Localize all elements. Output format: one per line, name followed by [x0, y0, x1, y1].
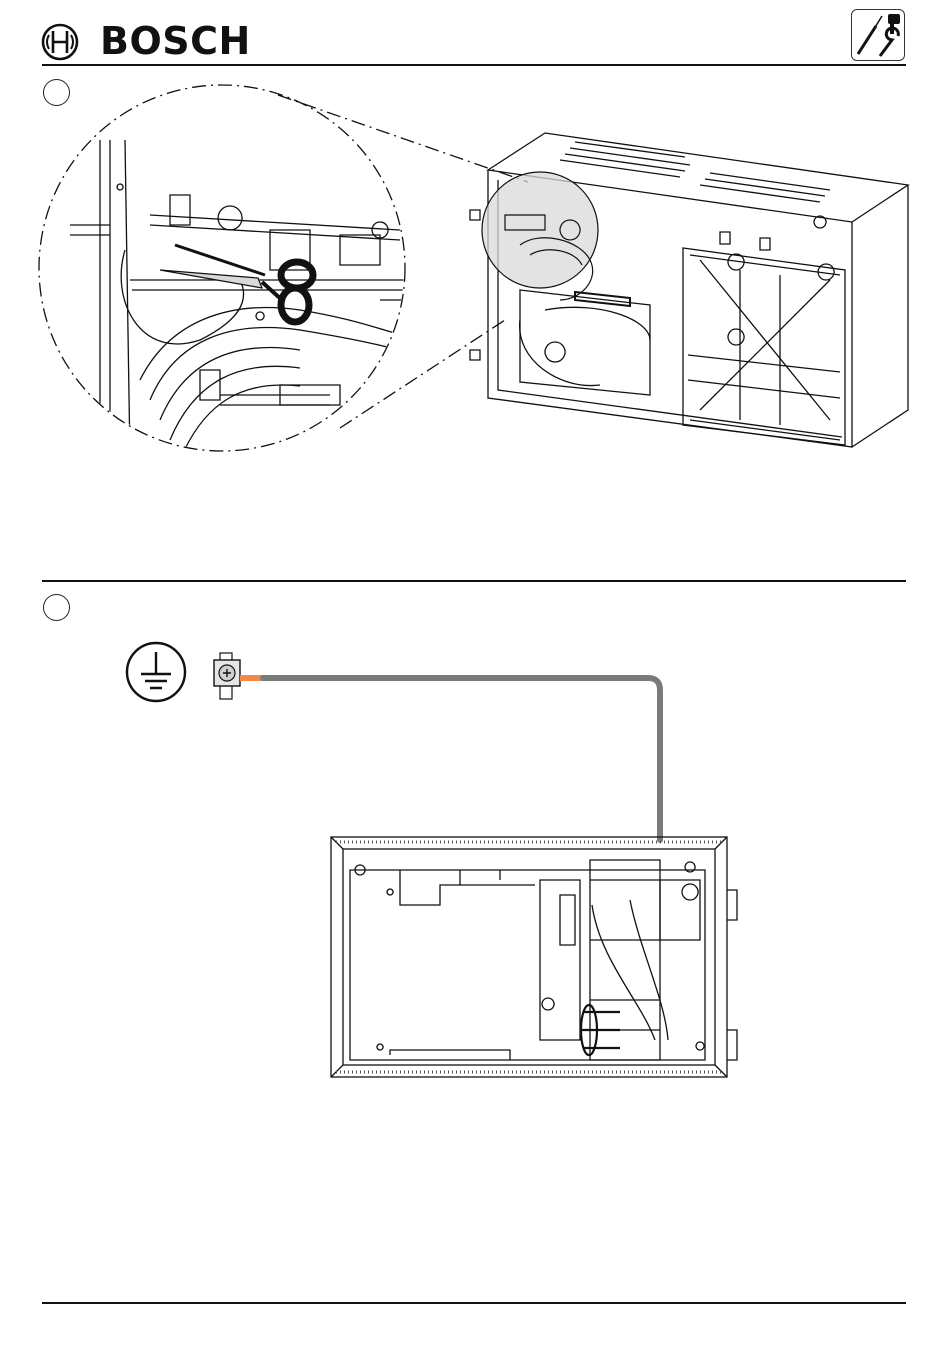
footer-rule: [42, 1302, 906, 1304]
